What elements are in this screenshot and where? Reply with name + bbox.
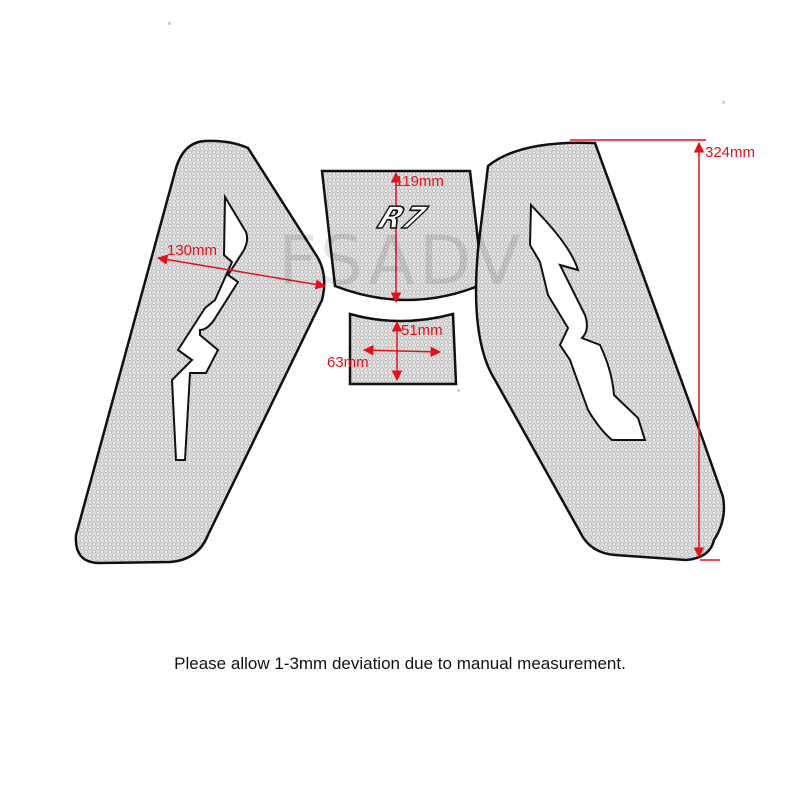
dimension-arrow-63 bbox=[362, 345, 442, 357]
watermark: FSADV bbox=[278, 222, 525, 301]
dimension-label-119: 119mm bbox=[395, 173, 444, 190]
dimension-label-63: 63mm bbox=[327, 354, 369, 371]
left-pad-r7-graphic bbox=[170, 193, 249, 461]
speck bbox=[722, 101, 725, 104]
speck bbox=[168, 22, 171, 25]
speck bbox=[457, 389, 460, 392]
deviation-note: Please allow 1-3mm deviation due to manu… bbox=[174, 654, 626, 673]
dimension-arrow-130 bbox=[156, 254, 327, 290]
dimension-label-324: 324mm bbox=[705, 144, 756, 161]
dimension-label-130: 130mm bbox=[167, 242, 218, 259]
right-pad-r7-graphic bbox=[528, 202, 647, 441]
dimension-label-51: 51mm bbox=[401, 322, 443, 339]
